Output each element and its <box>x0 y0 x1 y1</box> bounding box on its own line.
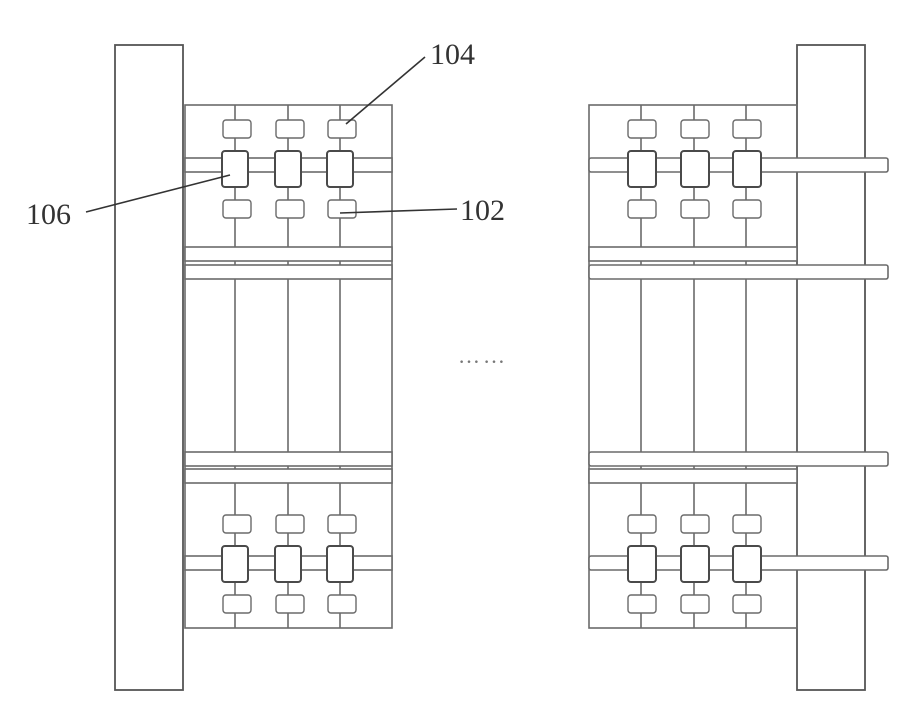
thin-film-transistor <box>681 151 709 187</box>
leader-line-104 <box>346 57 425 124</box>
thin-film-transistor <box>733 546 761 582</box>
capacitor-bottom <box>328 200 356 218</box>
capacitor-bottom <box>628 200 656 218</box>
left-bus-bar <box>185 469 392 483</box>
right-bus-bar <box>589 265 888 279</box>
thin-film-transistor <box>222 546 248 582</box>
thin-film-transistor <box>222 151 248 187</box>
right-bus-bar <box>589 247 797 261</box>
capacitor-top <box>328 515 356 533</box>
capacitor-top <box>681 515 709 533</box>
ellipsis: …… <box>458 343 508 368</box>
ref-label-102: 102 <box>460 194 505 227</box>
thin-film-transistor <box>628 151 656 187</box>
right-bus-bar <box>589 452 888 466</box>
left-bus-bar <box>185 247 392 261</box>
thin-film-transistor <box>327 546 353 582</box>
thin-film-transistor <box>275 546 301 582</box>
capacitor-top <box>276 120 304 138</box>
thin-film-transistor <box>733 151 761 187</box>
capacitor-bottom <box>628 595 656 613</box>
right-driver-strip <box>797 45 865 690</box>
capacitor-top <box>628 515 656 533</box>
right-bus-bar <box>589 469 797 483</box>
capacitor-top <box>733 515 761 533</box>
ref-label-104: 104 <box>430 38 475 71</box>
ref-label-106: 106 <box>26 198 71 231</box>
capacitor-top <box>681 120 709 138</box>
capacitor-top <box>733 120 761 138</box>
capacitor-bottom <box>328 595 356 613</box>
capacitor-top <box>223 120 251 138</box>
capacitor-bottom <box>733 595 761 613</box>
left-driver-strip <box>115 45 183 690</box>
capacitor-top <box>276 515 304 533</box>
capacitor-top <box>328 120 356 138</box>
capacitor-top <box>223 515 251 533</box>
leader-line-102 <box>340 209 457 213</box>
capacitor-top <box>628 120 656 138</box>
capacitor-bottom <box>681 595 709 613</box>
left-bus-bar <box>185 452 392 466</box>
capacitor-bottom <box>223 200 251 218</box>
thin-film-transistor <box>628 546 656 582</box>
left-bus-bar <box>185 265 392 279</box>
capacitor-bottom <box>681 200 709 218</box>
left-panel <box>185 105 392 628</box>
thin-film-transistor <box>681 546 709 582</box>
capacitor-bottom <box>733 200 761 218</box>
thin-film-transistor <box>327 151 353 187</box>
capacitor-bottom <box>276 595 304 613</box>
thin-film-transistor <box>275 151 301 187</box>
capacitor-bottom <box>223 595 251 613</box>
capacitor-bottom <box>276 200 304 218</box>
